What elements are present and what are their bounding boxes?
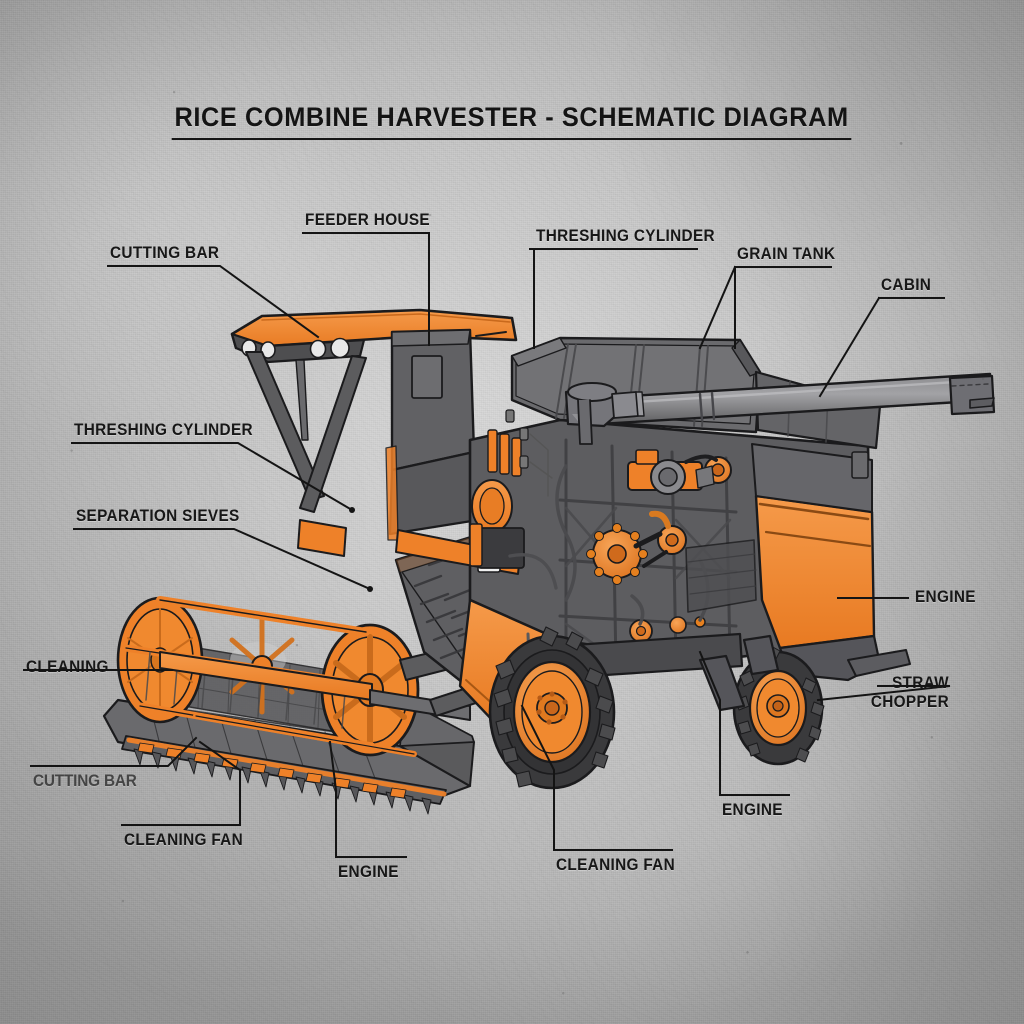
label-text: FEEDER HOUSE [305, 211, 430, 229]
label-text: THRESHING CYLINDER [536, 227, 715, 245]
callout-label-cutting-bar-bottom: CUTTING BAR [33, 772, 137, 791]
label-text-line2: CHOPPER [870, 692, 949, 711]
label-text: CUTTING BAR [33, 772, 137, 790]
callout-label-separation-sieves: SEPARATION SIEVES [76, 507, 240, 526]
callout-label-threshing-cylinder-mid: THRESHING CYLINDER [74, 421, 253, 440]
label-text: ENGINE [338, 863, 399, 881]
callout-label-cutting-bar-top: CUTTING BAR [110, 244, 219, 263]
callout-label-threshing-cylinder-top: THRESHING CYLINDER [536, 227, 715, 246]
callout-label-cleaning-fan-center: CLEANING FAN [556, 856, 675, 875]
callout-label-grain-tank: GRAIN TANK [737, 245, 835, 264]
callout-label-cleaning: CLEANING [26, 658, 109, 677]
callout-label-engine-bottom-right: ENGINE [722, 801, 783, 820]
label-text: CABIN [881, 276, 932, 294]
label-text: ENGINE [722, 801, 783, 819]
label-text: CUTTING BAR [110, 244, 220, 262]
callout-label-cabin: CABIN [881, 276, 931, 295]
label-text: CLEANING [26, 658, 109, 676]
callout-label-cleaning-fan-left: CLEANING FAN [124, 831, 243, 850]
callout-label-feeder-house: FEEDER HOUSE [305, 211, 430, 230]
label-text: THRESHING CYLINDER [74, 421, 253, 439]
label-text: CLEANING FAN [124, 831, 243, 849]
callout-label-engine-right: ENGINE [915, 588, 976, 607]
callout-label-engine-bottom: ENGINE [338, 863, 399, 882]
label-text: CLEANING FAN [556, 856, 675, 874]
label-text: SEPARATION SIEVES [76, 507, 240, 525]
label-text: ENGINE [915, 588, 976, 606]
label-text: GRAIN TANK [737, 245, 836, 263]
